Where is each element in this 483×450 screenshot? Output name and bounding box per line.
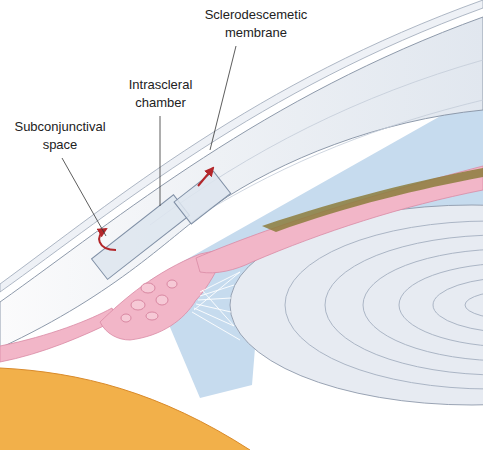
flow-arrow xyxy=(198,168,213,186)
part-label: Subconjunctival space xyxy=(8,118,112,154)
leader-line xyxy=(160,116,161,206)
flow-arrow xyxy=(99,229,116,250)
leader-line xyxy=(210,46,236,150)
trabecular-meshwork xyxy=(121,280,177,322)
retina-region xyxy=(0,368,250,450)
intrascleral-chamber xyxy=(92,195,190,280)
iris xyxy=(196,166,483,273)
leader-line xyxy=(62,158,106,236)
sclerodescemetic-window xyxy=(174,171,231,224)
choroid-band xyxy=(0,308,116,362)
part-label: Sclerodescemetic membrane xyxy=(200,6,312,42)
iris-pigment xyxy=(262,168,483,232)
zonules xyxy=(192,272,240,340)
choroid-edge xyxy=(0,368,250,450)
surgical-site xyxy=(92,166,231,285)
part-label: Intrascleral chamber xyxy=(113,76,208,112)
